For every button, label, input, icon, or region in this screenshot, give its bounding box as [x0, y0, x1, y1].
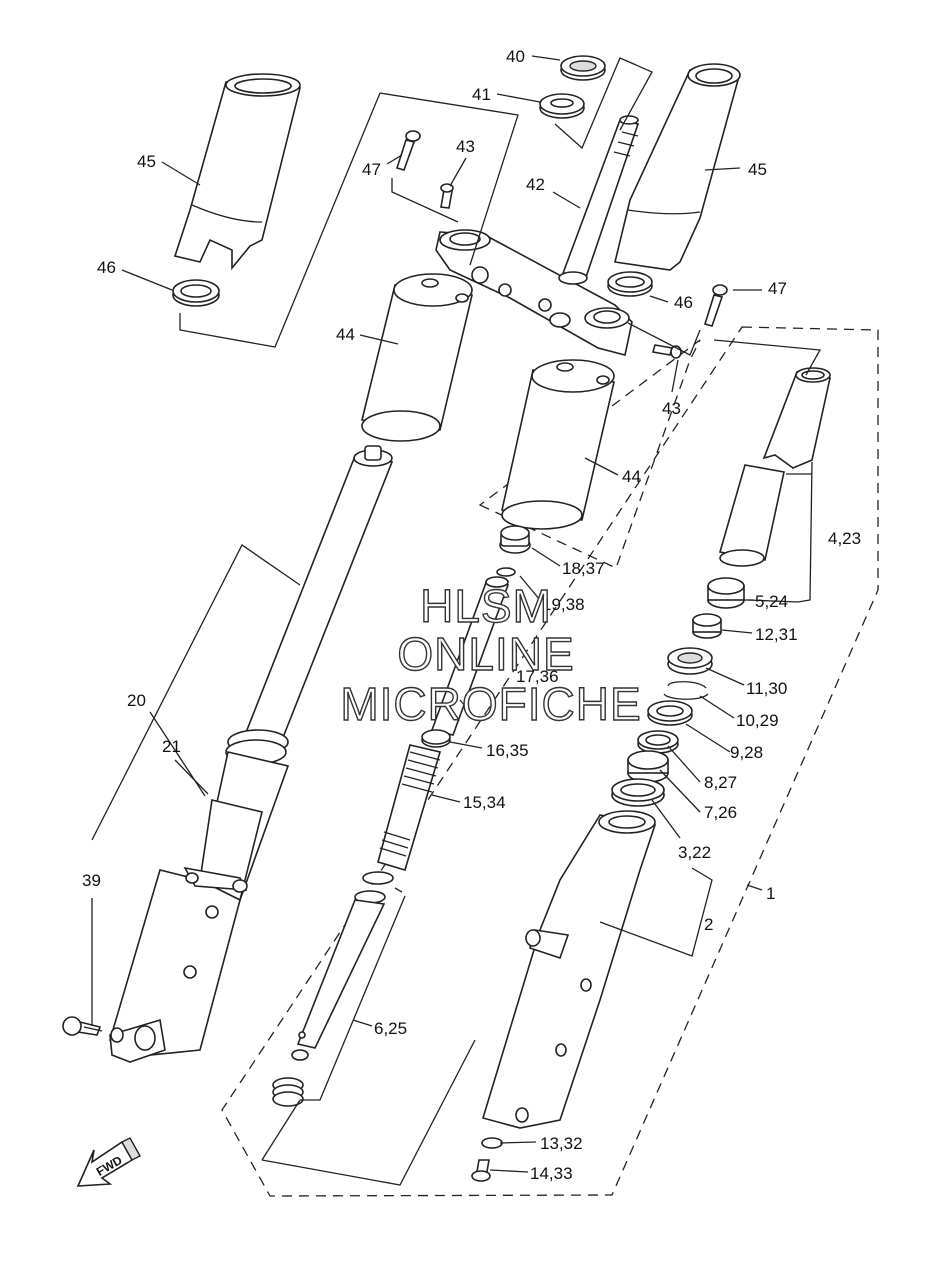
circlip-10-center [362, 871, 394, 885]
callout-11-30: 11,30 [746, 679, 787, 698]
bolt-47-left [395, 130, 421, 171]
bushing-5 [707, 577, 745, 609]
bolt-39 [62, 1016, 103, 1036]
leader-lines [91, 55, 822, 1186]
washer-9 [647, 700, 693, 726]
callout-42: 42 [526, 175, 545, 194]
fork-cover-45-left [173, 73, 302, 271]
callout-1: 1 [766, 884, 775, 903]
callout-17-36: 17,36 [516, 667, 559, 686]
outer-tube-2 [481, 810, 657, 1129]
race-41 [539, 93, 585, 119]
spring-rebound [272, 1077, 304, 1107]
callout-12-31: 12,31 [755, 625, 798, 644]
callout-46-left: 46 [97, 258, 116, 277]
bolt-43-right [651, 344, 682, 359]
watermark-line-1: HLSM [420, 580, 552, 632]
circlip-10 [663, 681, 709, 700]
callout-41: 41 [472, 85, 491, 104]
assembly-44-boundary [478, 339, 701, 569]
bolt-43-left [440, 183, 454, 209]
callout-43-left: 43 [456, 137, 475, 156]
washer-13 [481, 1137, 503, 1149]
tube-cover-44-left [361, 273, 473, 442]
callout-13-32: 13,32 [540, 1134, 583, 1153]
fork-cover-45-right [614, 63, 741, 271]
bushing-12 [692, 613, 722, 639]
ring-3 [611, 778, 665, 807]
fwd-arrow-icon: FWD [76, 1137, 141, 1187]
callout-43-right: 43 [662, 399, 681, 418]
watermark: HLSM ONLINE MICROFICHE [340, 579, 642, 730]
inner-tube-4 [718, 367, 831, 567]
under-bracket-42 [435, 115, 640, 356]
oring-19 [496, 567, 516, 577]
cap-bolt-18 [499, 525, 531, 554]
watermark-line-2: ONLINE [397, 628, 574, 680]
callout-19-38: 19,38 [542, 595, 585, 614]
callout-16-35: 16,35 [486, 741, 529, 760]
callout-47-left: 47 [362, 160, 381, 179]
callout-44-right: 44 [622, 467, 641, 486]
bolt-47-right [703, 284, 728, 327]
tube-cover-44-right [501, 359, 615, 530]
ring-46-left [172, 279, 220, 307]
callout-18-37: 18,37 [562, 559, 605, 578]
callout-47-right: 47 [768, 279, 787, 298]
callout-15-34: 15,34 [463, 793, 506, 812]
callout-10-29: 10,29 [736, 711, 779, 730]
callout-9-28: 9,28 [730, 743, 763, 762]
bearing-40 [560, 55, 606, 81]
spacer-17 [430, 576, 510, 736]
callout-44-left: 44 [336, 325, 355, 344]
callout-2: 2 [704, 915, 713, 934]
callout-7-26: 7,26 [704, 803, 737, 822]
damper-rod-6 [291, 890, 386, 1061]
callout-14-33: 14,33 [530, 1164, 573, 1183]
bolt-14 [471, 1159, 491, 1182]
callout-46-right: 46 [674, 293, 693, 312]
callout-3-22: 3,22 [678, 843, 711, 862]
callout-40: 40 [506, 47, 525, 66]
callout-4-23: 4,23 [828, 529, 861, 548]
callout-20: 20 [127, 691, 146, 710]
callout-5-24: 5,24 [755, 592, 788, 611]
bushing-7 [627, 750, 669, 783]
callout-labels: 40 41 42 43 43 44 44 45 45 46 46 47 47 4… [82, 47, 861, 1183]
oil-seal-11 [667, 647, 713, 675]
callout-6-25: 6,25 [374, 1019, 407, 1038]
ring-46-right [607, 271, 653, 297]
watermark-line-3: MICROFICHE [340, 678, 641, 730]
washer-16 [421, 729, 451, 748]
callout-8-27: 8,27 [704, 773, 737, 792]
assembly-1-boundary [221, 326, 879, 1197]
spring-15 [377, 744, 442, 871]
callout-21: 21 [162, 737, 181, 756]
left-fork-assembly [109, 445, 394, 1063]
callout-45-right: 45 [748, 160, 767, 179]
callout-45-left: 45 [137, 152, 156, 171]
callout-39: 39 [82, 871, 101, 890]
